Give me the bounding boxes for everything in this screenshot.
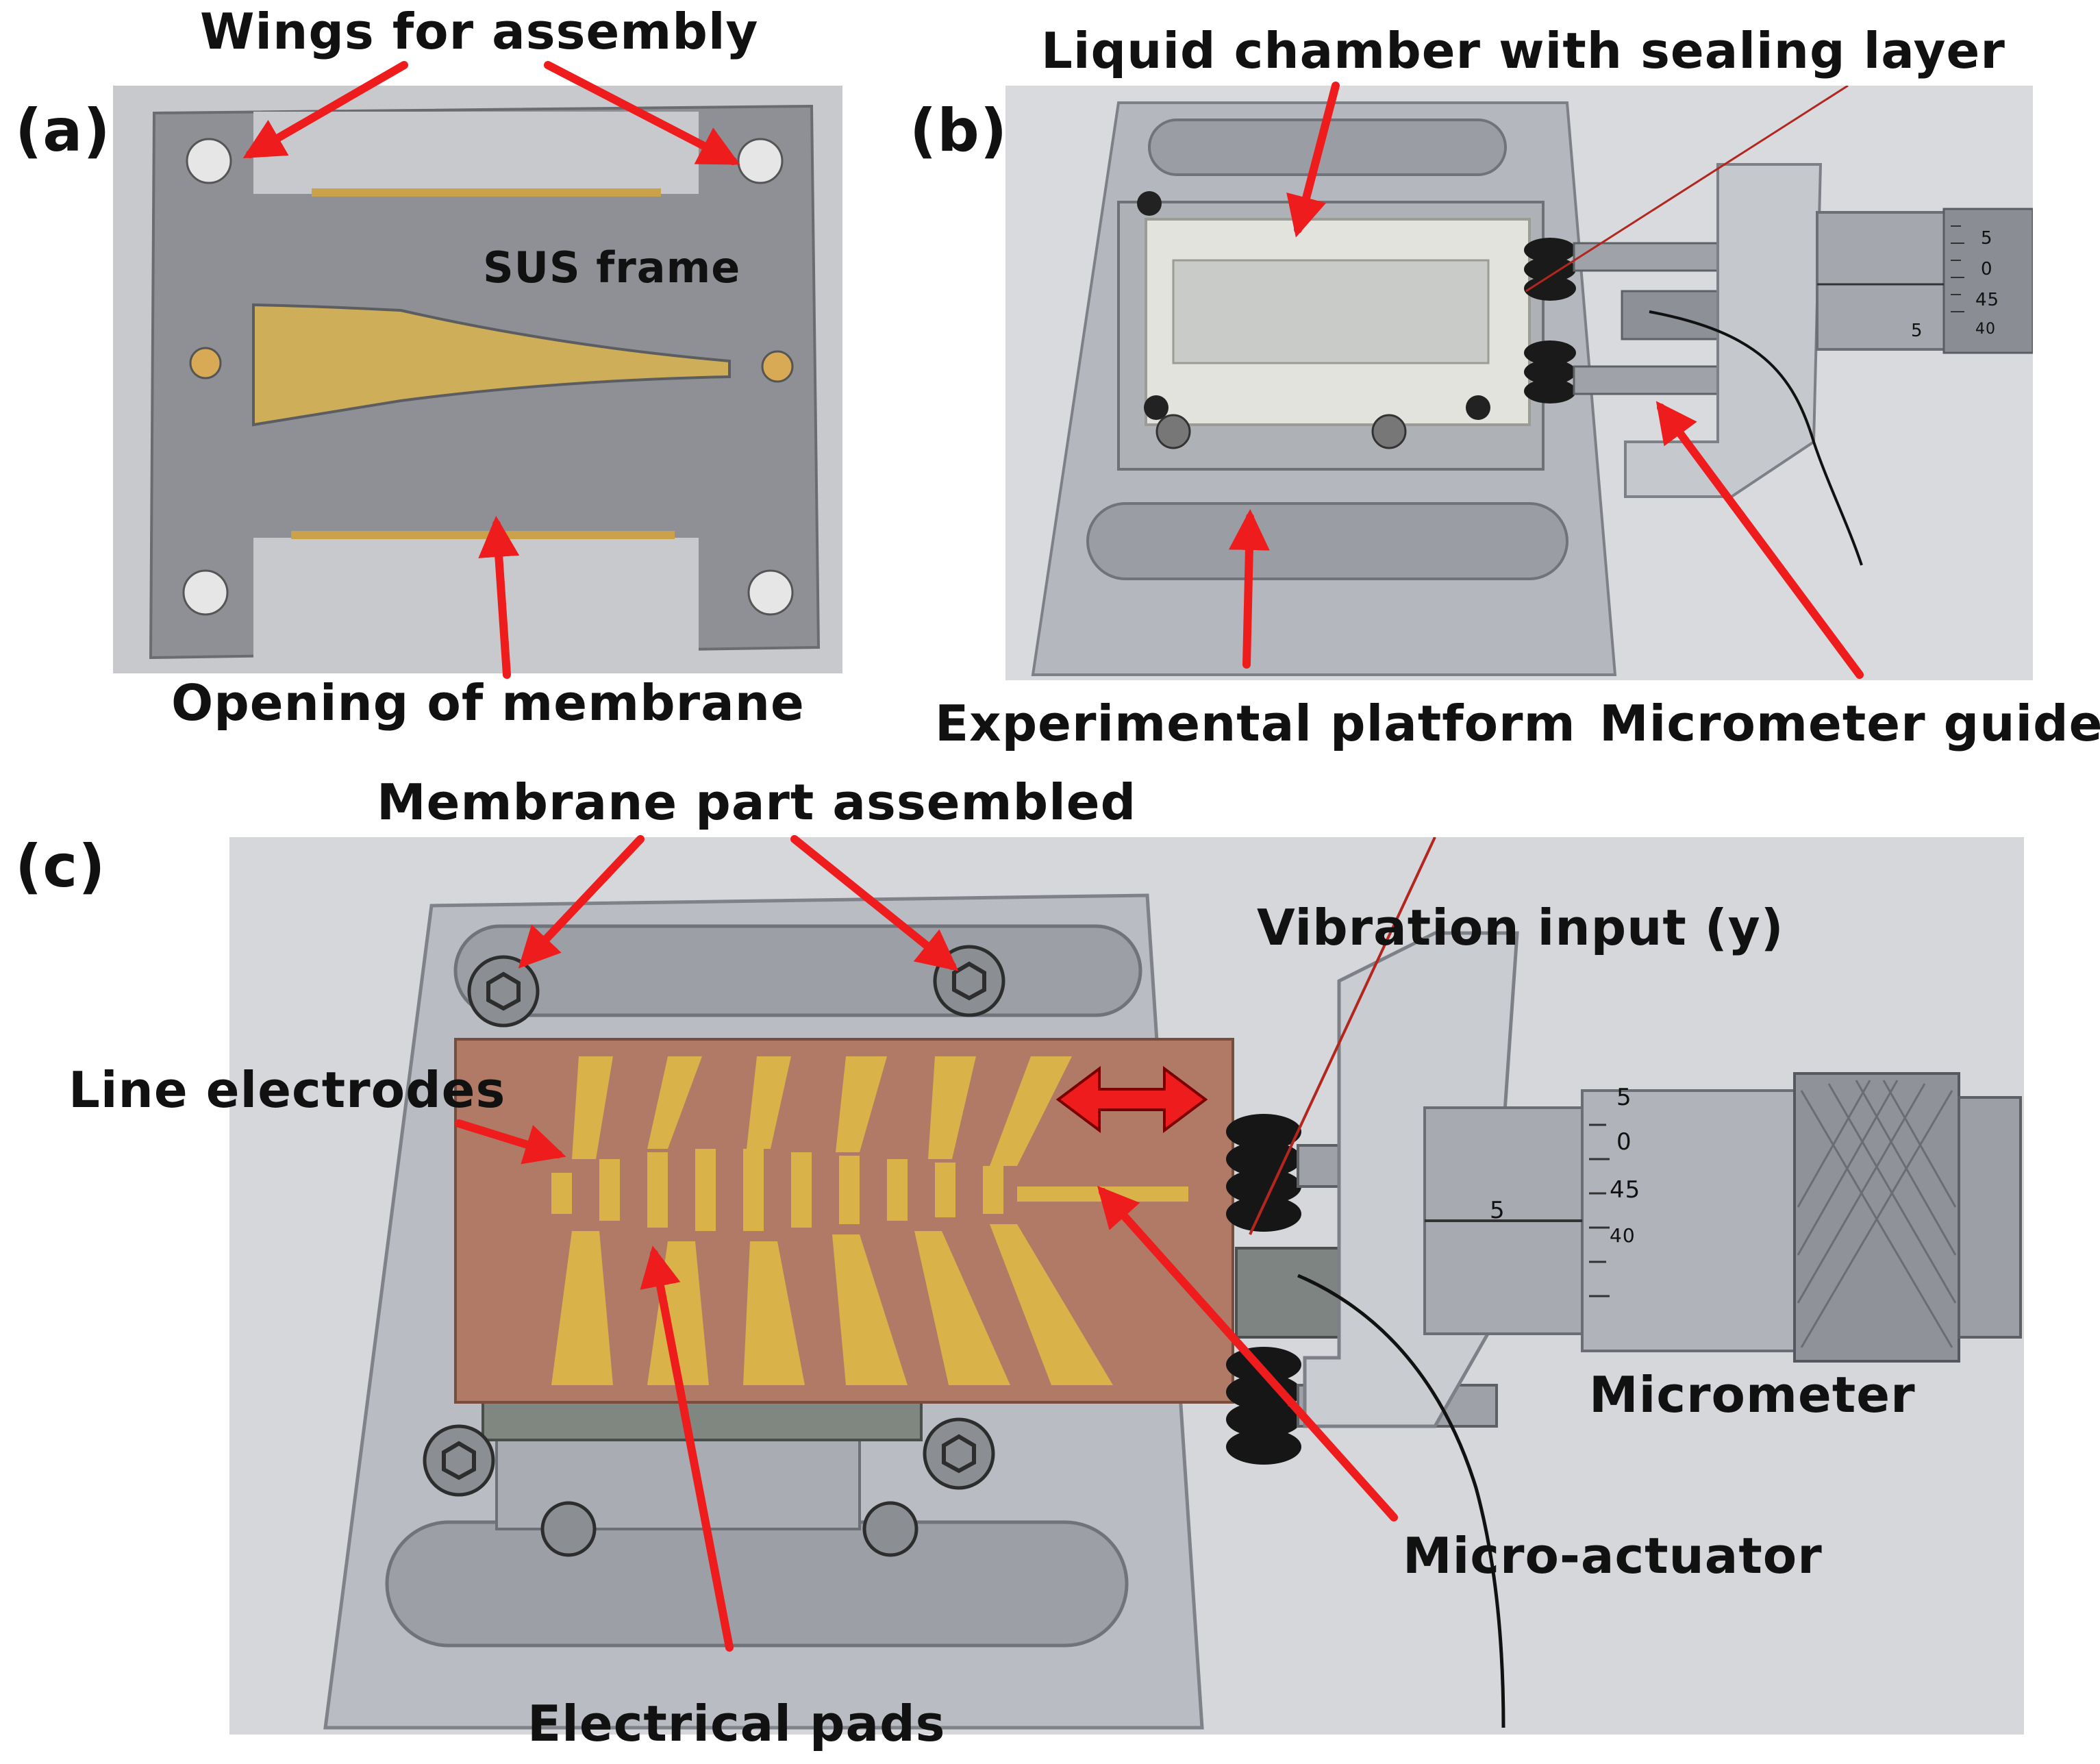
caption-electrical-pads: Electrical pads [527, 1695, 946, 1752]
caption-micrometer: Micrometer [1589, 1366, 1916, 1424]
scale-mark: 5 [1490, 1197, 1505, 1224]
caption-membrane-part-assembled: Membrane part assembled [377, 773, 1137, 831]
caption-wings-for-assembly: Wings for assembly [200, 3, 759, 60]
scale-mark: 0 [1616, 1128, 1632, 1156]
caption-liquid-chamber: Liquid chamber with sealing layer [1041, 22, 2005, 79]
caption-micro-actuator: Micro-actuator [1403, 1527, 1823, 1585]
caption-vibration-input: Vibration input (y) [1257, 899, 1784, 956]
scale-mark: 40 [1975, 321, 1996, 338]
panel-label-c: (c) [15, 832, 106, 901]
scale-mark: 5 [1616, 1084, 1632, 1111]
scale-mark: 0 [1981, 259, 1993, 279]
caption-opening-of-membrane: Opening of membrane [171, 674, 805, 732]
caption-sus-frame: SUS frame [483, 243, 741, 293]
photo-a-sus-frame [113, 86, 842, 673]
scale-mark: 5 [1911, 321, 1923, 341]
scale-mark: 45 [1975, 290, 2000, 310]
caption-line-electrodes: Line electrodes [68, 1061, 506, 1119]
panel-label-b: (b) [910, 97, 1008, 165]
scale-mark: 5 [1981, 228, 1993, 249]
scale-mark: 40 [1610, 1224, 1636, 1247]
scale-mark: 45 [1610, 1176, 1641, 1204]
caption-experimental-platform: Experimental platform [935, 695, 1576, 752]
photo-c-assembled-device [229, 837, 2024, 1735]
photo-b-liquid-chamber [1005, 86, 2033, 680]
panel-label-a: (a) [15, 97, 111, 165]
caption-micrometer-guide: Micrometer guide [1599, 695, 2100, 752]
